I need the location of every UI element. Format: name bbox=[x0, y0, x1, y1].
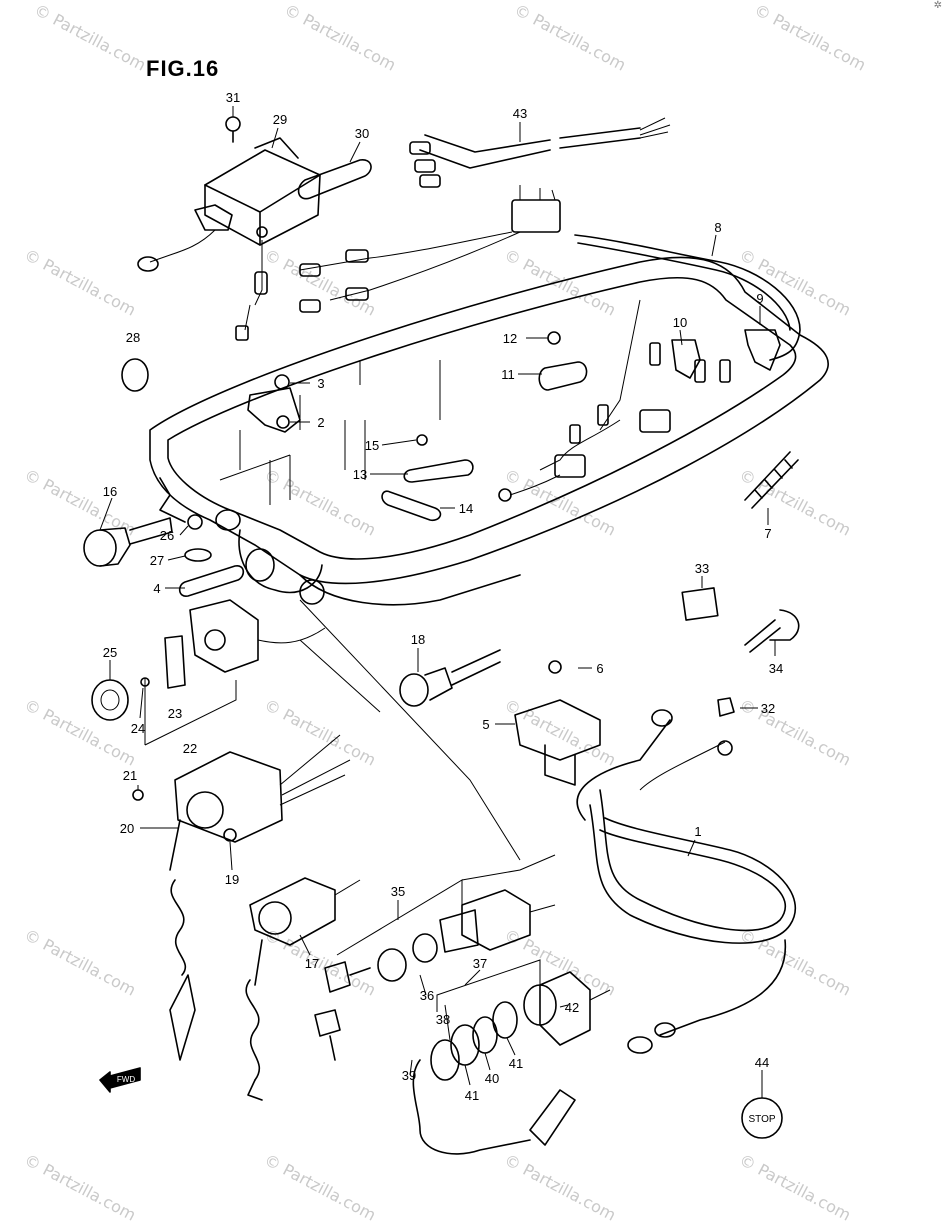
part-label-10: 10 bbox=[673, 315, 687, 330]
corner-mark: ✲ bbox=[933, 0, 942, 11]
part-label-42: 42 bbox=[565, 1000, 579, 1015]
part-label-1: 1 bbox=[694, 824, 701, 839]
part-label-3: 3 bbox=[317, 376, 324, 391]
part-label-40: 40 bbox=[485, 1071, 499, 1086]
parts-diagram: FIG.16 ✲ © Partzilla.com © Partzilla.com… bbox=[21, 0, 942, 1225]
figure-title: FIG.16 bbox=[146, 56, 220, 81]
part-label-2: 2 bbox=[317, 415, 324, 430]
part-label-29: 29 bbox=[273, 112, 287, 127]
part-label-14: 14 bbox=[459, 501, 473, 516]
part-label-34: 34 bbox=[769, 661, 783, 676]
part-label-24: 24 bbox=[131, 721, 145, 736]
bottom-cowling-drawing bbox=[149, 256, 829, 606]
key-switch-17-drawing bbox=[245, 877, 361, 1101]
fwd-arrow: FWD bbox=[99, 1067, 141, 1093]
part-label-41-upper: 41 bbox=[509, 1056, 523, 1071]
knob-34-drawing bbox=[744, 609, 800, 653]
part-label-6: 6 bbox=[596, 661, 603, 676]
part-label-17: 17 bbox=[305, 956, 319, 971]
switch-35-36-drawing bbox=[336, 854, 556, 982]
part-label-16: 16 bbox=[103, 484, 117, 499]
part-label-39: 39 bbox=[402, 1068, 416, 1083]
clip-9-drawing bbox=[744, 329, 781, 371]
part-label-15: 15 bbox=[365, 438, 379, 453]
part-label-22: 22 bbox=[183, 741, 197, 756]
part-label-7: 7 bbox=[764, 526, 771, 541]
part-label-32: 32 bbox=[761, 701, 775, 716]
part-label-35: 35 bbox=[391, 884, 405, 899]
part-label-12: 12 bbox=[503, 331, 517, 346]
stop-switch-20-drawing bbox=[132, 734, 351, 1061]
part-label-30: 30 bbox=[355, 126, 369, 141]
part-label-18: 18 bbox=[411, 632, 425, 647]
screw-32-drawing bbox=[717, 697, 735, 717]
grommet-16-drawing bbox=[83, 514, 212, 567]
part-label-31: 31 bbox=[226, 90, 240, 105]
part-label-33: 33 bbox=[695, 561, 709, 576]
diagram-svg: STOP FWD bbox=[83, 90, 829, 1155]
part-label-28: 28 bbox=[126, 330, 140, 345]
part-label-23: 23 bbox=[168, 706, 182, 721]
part-label-36: 36 bbox=[420, 988, 434, 1003]
part-label-43: 43 bbox=[513, 106, 527, 121]
part-label-21: 21 bbox=[123, 768, 137, 783]
fwd-label: FWD bbox=[117, 1075, 135, 1084]
keys-drawing bbox=[314, 961, 371, 1061]
part-label-11: 11 bbox=[501, 367, 515, 382]
lead-wire-43-drawing bbox=[409, 117, 671, 188]
stop-label: STOP bbox=[748, 1114, 775, 1125]
clamp-5-6-drawing bbox=[514, 660, 601, 786]
switch-assembly-22-drawing bbox=[91, 599, 326, 746]
tube-7-drawing bbox=[744, 451, 799, 509]
part-label-41-lower: 41 bbox=[465, 1088, 479, 1103]
clip-10-drawing bbox=[671, 339, 701, 379]
stop-plate-44-drawing: STOP bbox=[741, 1097, 783, 1139]
screw-12-drawing bbox=[547, 331, 561, 345]
bracket-2-3-drawing bbox=[247, 374, 301, 433]
part-label-4: 4 bbox=[153, 581, 160, 596]
part-label-5: 5 bbox=[482, 717, 489, 732]
battery-cable-1-drawing bbox=[576, 709, 797, 1054]
part-label-38: 38 bbox=[436, 1012, 450, 1027]
part-label-26: 26 bbox=[160, 528, 174, 543]
part-label-44: 44 bbox=[755, 1055, 769, 1070]
part-label-9: 9 bbox=[756, 291, 763, 306]
grommet-18-drawing bbox=[399, 649, 501, 707]
wire-harness-drawing bbox=[299, 185, 801, 502]
leader-lines bbox=[99, 106, 776, 1098]
part-label-37: 37 bbox=[473, 956, 487, 971]
switch-stack-37-42-drawing bbox=[412, 959, 611, 1155]
relay-box-drawing bbox=[137, 116, 321, 341]
clamp-11-drawing bbox=[538, 361, 588, 391]
part-label-13: 13 bbox=[353, 467, 367, 482]
plug-28-drawing bbox=[121, 358, 149, 392]
part-label-27: 27 bbox=[150, 553, 164, 568]
bracket-4-drawing bbox=[178, 565, 245, 597]
part-label-20: 20 bbox=[120, 821, 134, 836]
grommet-30-drawing bbox=[297, 159, 372, 200]
part-labels: 31 29 30 43 8 9 10 12 11 28 3 2 15 13 14… bbox=[103, 90, 783, 1103]
part-label-19: 19 bbox=[225, 872, 239, 887]
part-label-25: 25 bbox=[103, 645, 117, 660]
part-label-8: 8 bbox=[714, 220, 721, 235]
plate-33-drawing bbox=[681, 587, 719, 621]
